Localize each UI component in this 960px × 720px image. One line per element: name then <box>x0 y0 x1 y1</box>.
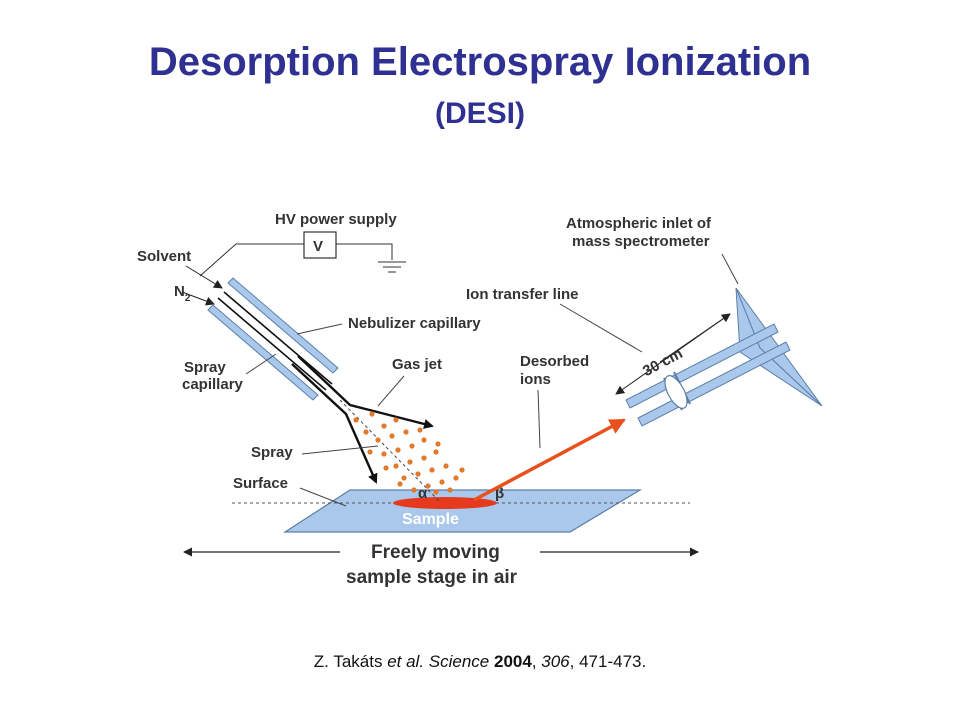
n2-input-arrow <box>181 291 215 306</box>
slide-title: Desorption Electrospray Ionization <box>148 40 812 84</box>
spray-droplet <box>407 459 413 465</box>
spray-droplet <box>421 455 427 461</box>
spray-droplet <box>383 465 389 471</box>
spray-droplet <box>439 479 445 485</box>
nebulizer-capillary-upper <box>227 277 339 374</box>
desorbed-ions-leader <box>537 389 541 449</box>
gas-jet-leader <box>377 375 405 407</box>
voltage-symbol: V <box>313 238 323 255</box>
citation-authors: Z. Takáts <box>313 652 388 671</box>
spray-leader <box>301 445 379 455</box>
hv-wire-right <box>336 243 393 260</box>
spray-droplet <box>443 463 449 469</box>
citation-sep: , <box>531 652 542 671</box>
spray-droplet <box>381 423 387 429</box>
ms-inlet-cone-body <box>735 287 823 407</box>
n2-label: N2 <box>174 283 191 304</box>
gas-jet-label: Gas jet <box>392 356 442 373</box>
solvent-label: Solvent <box>137 248 191 265</box>
spray-droplet <box>447 487 453 493</box>
nebulizer-capillary-label: Nebulizer capillary <box>348 315 481 332</box>
citation-volume: 306 <box>541 652 570 671</box>
citation-journal: Science <box>424 652 494 671</box>
ms-inlet-leader <box>721 253 739 285</box>
spray-droplet <box>393 463 399 469</box>
hv-power-supply-label: HV power supply <box>275 211 397 228</box>
spray-droplet <box>459 467 465 473</box>
spray-droplet <box>433 489 439 495</box>
spray-capillary-line-1 <box>217 297 327 391</box>
ground-icon <box>378 261 406 273</box>
atmospheric-inlet-label-2: mass spectrometer <box>572 233 710 250</box>
desorbed-ions-label-1: Desorbed <box>520 353 589 370</box>
spray-droplet <box>435 441 441 447</box>
spray-label: Spray <box>251 444 293 461</box>
coupling-ring <box>664 375 688 409</box>
spray-droplet <box>403 429 409 435</box>
ion-transfer-leader <box>559 303 643 353</box>
spray-droplet <box>389 433 395 439</box>
spray-droplet <box>401 475 407 481</box>
ion-transfer-line-label: Ion transfer line <box>466 286 579 303</box>
spray-droplet <box>409 443 415 449</box>
spray-droplet <box>375 437 381 443</box>
spray-droplet <box>363 429 369 435</box>
atmospheric-inlet-label-1: Atmospheric inlet of <box>566 215 712 232</box>
spray-capillary-label-1: Spray <box>184 359 226 376</box>
spray-arrow <box>291 363 378 484</box>
n2-subscript: 2 <box>185 293 191 304</box>
spray-droplet <box>429 467 435 473</box>
solvent-input-arrow <box>185 265 223 289</box>
voltage-box <box>303 231 337 259</box>
nebulizer-leader <box>296 323 343 335</box>
citation: Z. Takáts et al. Science 2004, 306, 471-… <box>0 652 960 672</box>
spray-droplets <box>353 411 465 495</box>
length-dimension-arrow-back <box>659 313 731 363</box>
spray-droplet <box>421 437 427 443</box>
desorbed-ions-arrow <box>473 418 626 502</box>
hv-wire-left <box>199 243 304 277</box>
spray-capillary-leader <box>245 353 277 375</box>
n2-text: N <box>174 283 185 300</box>
citation-year: 2004 <box>493 652 532 671</box>
surface-plate <box>282 489 643 533</box>
surface-leader <box>299 487 347 507</box>
alpha-label: α <box>418 485 428 502</box>
spray-droplet <box>393 417 399 423</box>
spray-droplet <box>397 481 403 487</box>
spray-droplet <box>381 451 387 457</box>
surface-label: Surface <box>233 475 288 492</box>
spray-droplet <box>353 417 359 423</box>
ion-transfer-tube-upper <box>625 323 779 409</box>
slide-subtitle: (DESI) <box>0 94 960 134</box>
spray-capillary-label-2: capillary <box>182 376 244 393</box>
spray-droplet <box>395 447 401 453</box>
stage-label-2: sample stage in air <box>346 567 518 588</box>
spray-droplet <box>425 483 431 489</box>
beta-label: β <box>495 485 504 502</box>
stage-label-1: Freely moving <box>371 542 500 563</box>
gas-jet-arrow <box>297 355 434 429</box>
spray-droplet <box>415 471 421 477</box>
citation-etal: et al. <box>387 652 425 671</box>
desorbed-ions-label-2: ions <box>520 371 551 388</box>
spray-droplet <box>369 411 375 417</box>
sample-label: Sample <box>402 511 459 528</box>
nebulizer-capillary-lower <box>207 304 319 401</box>
sample-spot <box>393 497 497 509</box>
citation-pages: , 471-473. <box>569 652 647 671</box>
spray-capillary-line-2 <box>223 291 333 385</box>
spray-droplet <box>367 449 373 455</box>
spray-droplet <box>453 475 459 481</box>
spray-droplet <box>417 427 423 433</box>
spray-droplet <box>411 487 417 493</box>
subtitle-text: (DESI) <box>435 97 525 130</box>
spray-droplet <box>433 449 439 455</box>
